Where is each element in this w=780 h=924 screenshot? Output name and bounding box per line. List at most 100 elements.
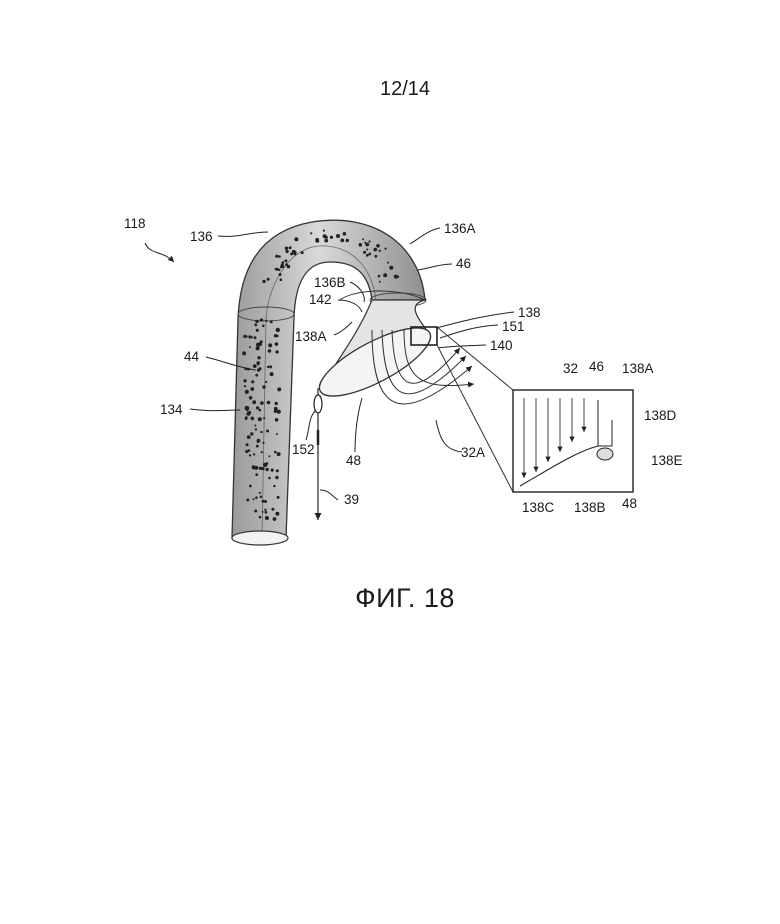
particle-dot [310,232,312,234]
particle-dot [294,253,296,255]
particle-dot [340,239,344,243]
particle-dot [264,500,267,503]
particle-dot [266,430,269,433]
particle-dot [368,240,370,242]
particle-dot [250,387,254,391]
particle-dot [276,328,280,332]
detail-callout [411,327,633,492]
particle-dot [366,254,369,257]
particle-dot [273,485,275,487]
particle-dot [256,343,260,347]
particle-dot [258,417,262,421]
particle-dot [256,445,259,448]
particle-dot [383,273,387,277]
particle-dot [265,468,268,471]
particle-dot [276,469,279,472]
particle-dot [362,238,364,240]
particle-dot [265,511,268,514]
particle-dot [250,336,252,338]
particle-dot [254,336,257,339]
particle-dot [315,238,319,242]
label-32A: 32A [461,445,485,460]
label-142: 142 [309,292,332,307]
particle-dot [267,366,269,368]
label-136: 136 [190,229,213,244]
particle-dot [343,232,347,236]
particle-dot [346,239,349,242]
particle-dot [262,385,265,388]
label-138A: 138A [295,329,327,344]
particle-dot [260,340,263,343]
particle-dot [277,410,281,414]
label-138C: 138C [522,500,555,515]
particle-dot [243,379,246,382]
particle-dot [260,431,262,433]
particle-dot [387,262,389,264]
particle-dot [282,261,285,264]
particle-dot [265,381,267,383]
particle-dot [253,364,257,368]
particle-dot [264,509,266,511]
particle-dot [256,406,259,409]
particle-dot [389,266,393,270]
particle-dot [262,511,264,513]
particle-dot [268,343,272,347]
label-138E: 138E [651,453,683,468]
particle-dot [244,385,246,387]
particle-dot [259,492,261,494]
label-46-a: 46 [456,256,471,271]
particle-dot [257,364,259,366]
particle-dot [269,365,272,368]
label-138A-detail: 138A [622,361,654,376]
particle-dot [363,251,366,254]
label-136B: 136B [314,275,346,290]
particle-dot [323,230,325,232]
particle-dot [275,255,278,258]
particle-dot [247,435,251,439]
particle-dot [379,281,381,283]
particle-dot [287,265,291,269]
particle-dot [271,508,274,511]
particle-dot [366,249,368,251]
particle-dot [267,517,269,519]
particle-dot [255,320,258,323]
figure-caption: ФИГ. 18 [300,583,510,614]
particle-dot [375,255,378,258]
particle-dot [251,417,255,421]
particle-dot [275,402,278,405]
label-140: 140 [490,338,513,353]
label-48-b: 48 [622,496,637,511]
particle-dot [273,517,277,521]
particle-dot [263,417,265,419]
particle-dot [254,323,257,326]
particle-dot [267,278,270,281]
particle-dot [251,380,254,383]
label-32: 32 [563,361,578,376]
particle-dot [260,496,263,499]
particle-dot [279,273,282,276]
particle-dot [250,432,253,435]
particle-dot [275,418,279,422]
label-136A: 136A [444,221,476,236]
label-46-b: 46 [589,359,604,374]
particle-dot [267,401,271,405]
particle-dot [260,318,263,321]
label-138: 138 [518,305,541,320]
particle-dot [276,335,279,338]
particle-dot [379,250,381,252]
particle-dot [374,248,378,252]
particle-dot [249,396,253,400]
particle-dot [280,278,283,281]
particle-dot [325,236,328,239]
particle-dot [245,335,247,337]
particle-dot [359,243,363,247]
particle-dot [269,455,271,457]
particle-dot [275,342,279,346]
particle-dot [245,406,249,410]
particle-dot [378,275,381,278]
particle-dot [255,473,258,476]
particle-dot [270,320,273,323]
particle-dot [275,350,278,353]
label-151: 151 [502,319,525,334]
particle-dot [262,442,264,444]
